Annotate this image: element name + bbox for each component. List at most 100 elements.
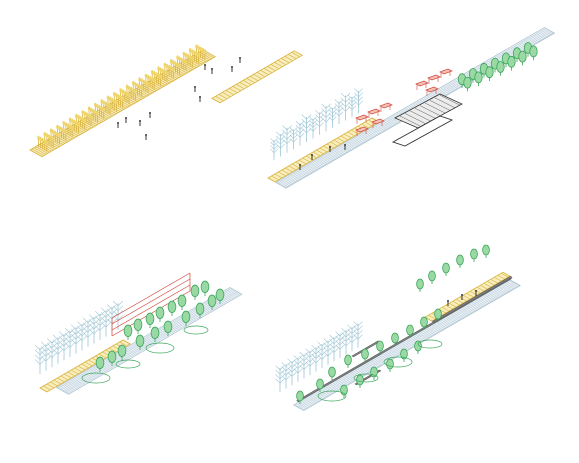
river-hatch-line [65,292,240,393]
field-rows-line [117,99,130,107]
crop-head [132,88,135,93]
bare-tree-branch [88,328,95,335]
tree [145,312,155,328]
river-hatch-line [278,28,548,185]
tree [316,378,324,392]
crop [66,123,70,135]
tree-crown [215,288,225,301]
tree [507,55,516,71]
field-rows-line [153,78,166,86]
river-hatch-line [277,28,547,184]
pavilion-slat [399,115,421,127]
crop-head [83,118,86,123]
bare-tree-branch [333,334,339,340]
bare-tree-branch [117,315,124,321]
tree-crown [356,374,364,386]
field-rows-line [79,121,92,129]
field-rows-line [39,387,48,393]
tree [167,300,177,316]
tree-crown [420,316,428,328]
bare-tree-branch [353,321,359,327]
field-rows-line [256,72,266,78]
crop-head [172,67,175,72]
bare-tree-branch [282,125,288,131]
bare-tree-branch [281,370,287,376]
crop-head [157,73,160,78]
bare-tree-branch [70,324,77,330]
bare-tree-branch [295,120,301,126]
tree [296,390,304,404]
crop-head [138,77,141,82]
field-rows-line [267,177,276,183]
crop-head [165,70,169,76]
river-hatch-line [298,282,515,408]
field-rows-line [88,359,96,365]
tree [361,348,369,362]
field-rows-line [119,98,132,106]
crop-head [172,60,175,65]
field-rows-line [326,143,335,149]
bare-tree-branch [58,336,65,342]
tree-crown [296,390,304,402]
field-rows-line [442,306,450,312]
bare-tree-branch [281,366,287,372]
crop [201,47,204,60]
crop-head [49,135,53,140]
crop [169,66,173,78]
bare-tree [100,307,112,337]
crop-head [100,99,103,104]
tree-crown [470,248,478,260]
bare-tree-branch [358,100,363,106]
bare-tree-branch [348,105,353,110]
field-rows-line [54,135,67,143]
wetland-island [317,390,347,402]
tree [150,326,160,342]
pavilion-slat [414,108,436,119]
bare-tree-branch [357,325,363,331]
tree-crown [370,366,378,378]
bare-tree-branch [46,347,53,354]
tree [356,374,364,388]
crop-head [68,117,72,122]
crop-head [180,57,183,63]
person [204,64,206,70]
field-rows-line [43,142,56,150]
bare-tree-branch [309,116,314,121]
tree-crown [145,312,155,325]
person [231,66,233,72]
bare-tree [354,88,363,114]
bare-tree-branch [315,122,320,127]
bare-tree-branch [76,330,83,337]
crop [68,124,72,136]
bare-tree-branch [52,339,59,345]
bare-tree-branch [106,308,113,315]
crop [54,130,57,142]
bare-tree-branch [351,94,356,100]
bare-tree-branch [297,368,303,374]
bare-tree-branch [317,350,323,356]
tree [456,254,464,268]
field-rows-line [501,272,509,278]
bare-tree-branch [106,304,113,310]
crop [178,63,181,75]
tree-crown [482,244,490,256]
wetland-island [115,359,141,369]
market-stall [415,80,429,90]
bare-tree-branch [273,141,278,146]
bare-tree-branch [270,148,275,154]
crop [100,106,103,118]
crop [203,49,207,61]
field-rows-line [60,375,68,381]
stall-roof [427,74,441,81]
bare-tree-branch [275,369,281,375]
tree [135,334,145,350]
bare-tree-branch [286,138,292,144]
stall-roof [439,68,453,75]
bare-tree-branch [305,357,311,363]
field-rows-line [215,96,224,102]
tree [117,344,127,360]
field-rows-line [445,304,453,310]
panel-stage-3 [34,272,243,395]
bare-tree-branch [40,341,47,347]
bare-tree-branch [328,109,333,114]
